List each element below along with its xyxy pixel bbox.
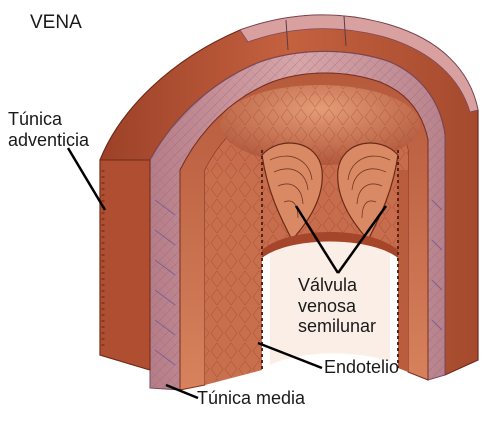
label-tunica-adventicia-line1: Túnica: [8, 109, 89, 130]
label-valvula-line3: semilunar: [298, 316, 376, 337]
label-valvula-venosa-semilunar: Válvula venosa semilunar: [298, 275, 376, 337]
diagram-title: VENA: [30, 12, 82, 34]
label-endotelio: Endotelio: [324, 357, 399, 378]
label-tunica-adventicia-line2: adventicia: [8, 130, 89, 151]
front-wall-right: [398, 170, 408, 372]
label-tunica-adventicia: Túnica adventicia: [8, 109, 89, 150]
label-valvula-line2: venosa: [298, 296, 376, 317]
label-valvula-line1: Válvula: [298, 275, 376, 296]
label-tunica-media: Túnica media: [197, 388, 305, 409]
adventitia-slab: [100, 160, 150, 370]
